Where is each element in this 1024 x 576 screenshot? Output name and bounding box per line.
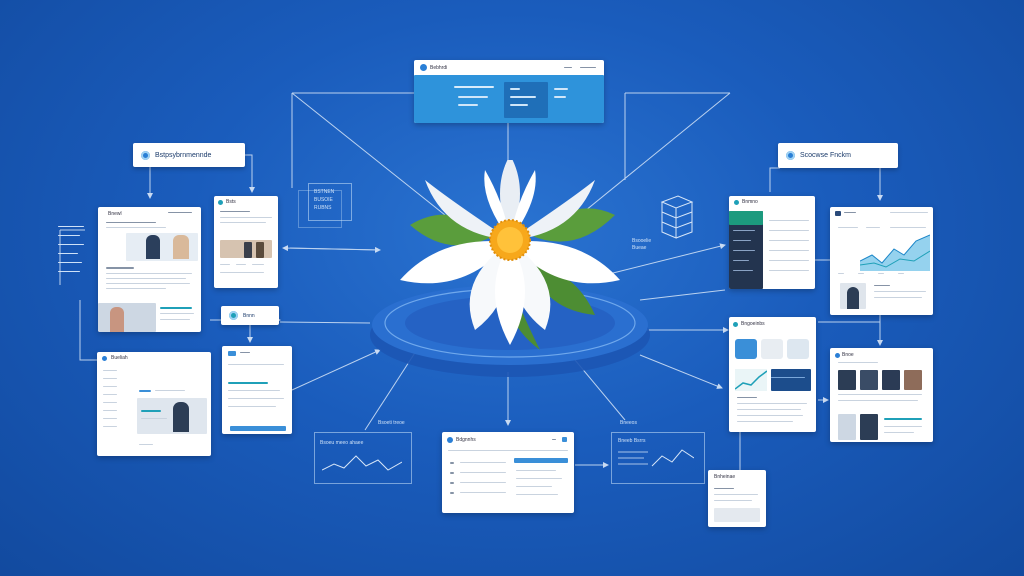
ghost-line-chart [322,455,402,471]
avatar [173,402,189,432]
ghost-chart-title: Bneeb Bsrrs [618,438,646,444]
right-chart-card[interactable] [830,207,933,315]
profile-photo [137,398,207,434]
avatar [146,235,160,259]
ghost-chart-title: Bsoeu meeo ahaee [320,440,364,446]
status-badge [562,437,567,442]
connector-line [579,92,731,216]
ghost-chart-caption: Bneeos [620,420,637,426]
avatar [244,242,252,258]
card-title: Bngoeinbs [741,321,765,327]
card-title: Bsts [226,199,236,205]
active-tab[interactable] [514,458,568,463]
connector-arrow [291,349,381,391]
logo-icon [218,200,223,205]
top-dashboard-card[interactable]: Bebhrdi [414,60,604,123]
ghost-chart-caption: Bsoeti treoe [378,420,405,426]
avatar [838,370,856,390]
ghost-line-chart [618,449,694,467]
card-title: Bebhrdi [430,65,448,71]
connector-line [639,289,726,301]
logo-icon [102,356,107,361]
logo-icon [733,322,738,327]
section-label-text: Scocwse Fnckm [800,152,851,159]
line-chart [860,234,930,271]
connector-line [769,167,780,192]
avatar [904,370,922,390]
left-gallery-card[interactable]: Bsts [214,196,278,288]
connector-arrow [818,321,883,346]
left-ghost-list [58,226,90,286]
card-title: Bnewl [108,211,122,217]
submit-button[interactable] [230,426,286,431]
logo-icon [229,311,238,320]
flower-icon [400,160,620,350]
trend-chart [735,369,767,391]
left-section-label: Bstpsybrnmennde [133,143,245,167]
avatar [838,414,856,440]
section-label-text: Bstpsybrnmennde [155,151,212,159]
left-form-card[interactable] [222,346,292,434]
widget-tile[interactable] [761,339,783,359]
chart-block [771,369,811,391]
portrait-photo [98,303,156,332]
card-title: Bnheinae [714,474,736,480]
ghost-icon-text: BSTNEN BUSOIE RUBNS [314,189,335,211]
avatar [256,242,264,258]
widget-tile[interactable] [787,339,809,359]
document-window-icon [298,190,342,228]
document-window-icon [308,183,352,221]
server-stack-icon [660,195,694,239]
avatar [110,307,124,332]
left-profile-card[interactable]: Bueliah [97,352,211,456]
right-section-label: Scocwse Fnckm [778,143,898,168]
left-team-card[interactable]: Bnewl [98,207,201,332]
logo-icon [447,437,453,443]
logo-icon [835,211,841,216]
chart-area [729,211,763,225]
stub-label-text: Bnnn [243,312,255,319]
bottom-list-card[interactable]: Bdgnnhs [442,432,574,513]
connector-arrow [604,243,726,276]
left-ghost-chart [314,432,412,484]
logo-icon [228,351,236,356]
widget-tile[interactable] [735,339,757,359]
logo-icon [420,64,427,71]
right-widgets-card[interactable]: Bngoeinbs [729,317,816,432]
connector-arrow [282,245,381,252]
card-title: Bnoe [842,352,854,358]
avatar [860,370,878,390]
connector-arrow [639,354,723,389]
logo-icon [786,151,795,160]
right-ghost-chart [611,432,705,484]
logo-icon [734,200,739,205]
card-title: Bdgnnhs [456,437,476,443]
content-block [714,508,760,522]
connector-arrow [245,154,255,193]
logo-icon [141,150,150,160]
right-analytics-card[interactable]: Bnmno [729,196,815,289]
ghost-caption: Bsooelie Bueae [632,238,652,251]
right-team-grid-card[interactable]: Bnoe [830,348,933,442]
card-title: Bueliah [111,355,128,361]
connector-line [79,300,98,361]
avatar [847,287,859,309]
connector-line [279,321,371,324]
bottom-right-card[interactable]: Bnheinae [708,470,766,527]
avatar [173,235,189,259]
connector-line [291,92,446,216]
avatar [860,414,878,440]
logo-icon [835,353,840,358]
card-title: Bnmno [742,199,758,205]
avatar [882,370,900,390]
left-stub-label: Bnnn [221,306,279,325]
